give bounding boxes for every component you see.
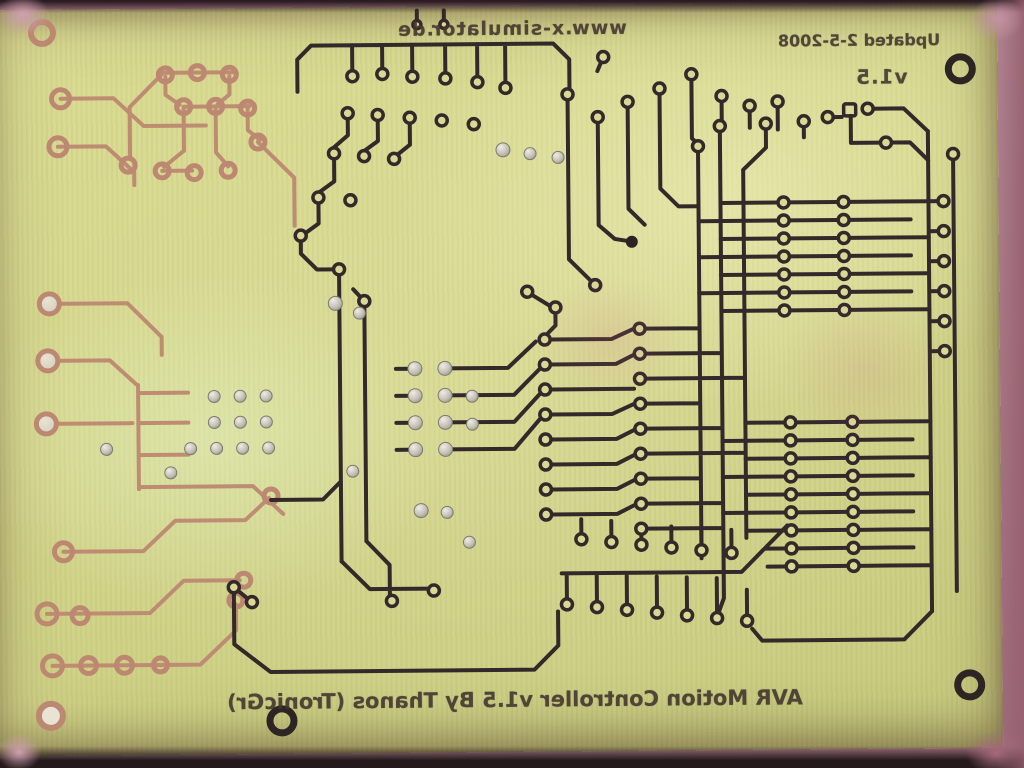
dark-traces <box>231 8 959 674</box>
dark-pads <box>226 18 961 629</box>
corner-rings <box>266 53 986 737</box>
pcb-board: www.x-simulator.de Updated 2-5-2008 v1.5… <box>0 1 1004 757</box>
filled-via-dot <box>625 235 638 248</box>
board-text-updated-date: Updated 2-5-2008 <box>777 30 941 51</box>
solder-blobs <box>100 142 565 549</box>
board-text-version: v1.5 <box>855 64 908 89</box>
copper-traces <box>44 70 297 668</box>
board-text-title: AVR Motion Controller v1.5 By Thanos (Tr… <box>226 685 803 715</box>
board-text-website: www.x-simulator.de <box>396 16 627 41</box>
